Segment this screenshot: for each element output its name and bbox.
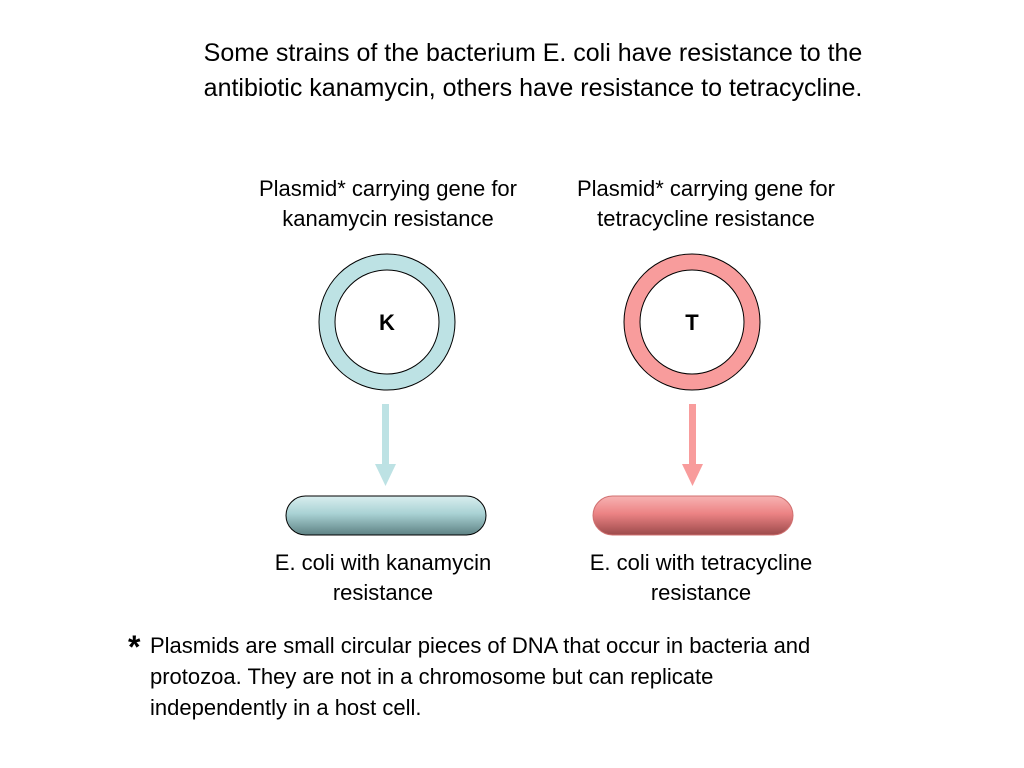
kanamycin-plasmid-label-line-1: Plasmid* carrying gene for	[258, 176, 517, 201]
tetracycline-ecoli-caption-line-1: E. coli with tetracycline	[589, 550, 813, 575]
tetracycline-ecoli-cell	[592, 495, 794, 536]
footnote-asterisk: *	[128, 629, 141, 665]
tetracycline-plasmid-label-line-1: Plasmid* carrying gene for	[576, 176, 835, 201]
kanamycin-plasmid-label-line-2: kanamycin resistance	[282, 206, 494, 231]
kanamycin-arrow	[375, 404, 396, 486]
footnote-text: Plasmids are small circular pieces of DN…	[150, 630, 948, 723]
plasmid-footnote: * Plasmids are small circular pieces of …	[128, 630, 948, 723]
tetracycline-plasmid: T	[623, 253, 761, 391]
kanamycin-ecoli-cell	[285, 495, 487, 536]
tetracycline-arrow	[682, 404, 703, 486]
kanamycin-plasmid: K	[318, 253, 456, 391]
kanamycin-plasmid-label: Plasmid* carrying gene for kanamycin res…	[218, 174, 558, 234]
footnote-line-2: protozoa. They are not in a chromosome b…	[150, 664, 714, 689]
kanamycin-plasmid-hole	[334, 269, 440, 375]
tetracycline-arrow-shaft	[689, 404, 696, 466]
tetracycline-plasmid-label: Plasmid* carrying gene for tetracycline …	[536, 174, 876, 234]
intro-line-1: Some strains of the bacterium E. coli ha…	[203, 39, 863, 67]
footnote-line-1: Plasmids are small circular pieces of DN…	[150, 633, 811, 658]
tetracycline-plasmid-label-line-2: tetracycline resistance	[597, 206, 815, 231]
kanamycin-ecoli-caption-line-2: resistance	[332, 580, 434, 605]
tetracycline-arrow-head	[682, 464, 703, 486]
footnote-line-3: independently in a host cell.	[150, 695, 422, 720]
tetracycline-ecoli-caption: E. coli with tetracycline resistance	[541, 548, 861, 608]
kanamycin-ecoli-caption-line-1: E. coli with kanamycin	[274, 550, 492, 575]
kanamycin-plasmid-letter: K	[379, 310, 395, 335]
tetracycline-plasmid-hole	[639, 269, 745, 375]
tetracycline-ecoli-caption-line-2: resistance	[650, 580, 752, 605]
intro-text: Some strains of the bacterium E. coli ha…	[120, 36, 946, 106]
kanamycin-ecoli-caption: E. coli with kanamycin resistance	[223, 548, 543, 608]
tetracycline-plasmid-letter: T	[685, 310, 699, 335]
intro-line-2: antibiotic kanamycin, others have resist…	[203, 74, 863, 102]
kanamycin-arrow-shaft	[382, 404, 389, 466]
kanamycin-arrow-head	[375, 464, 396, 486]
